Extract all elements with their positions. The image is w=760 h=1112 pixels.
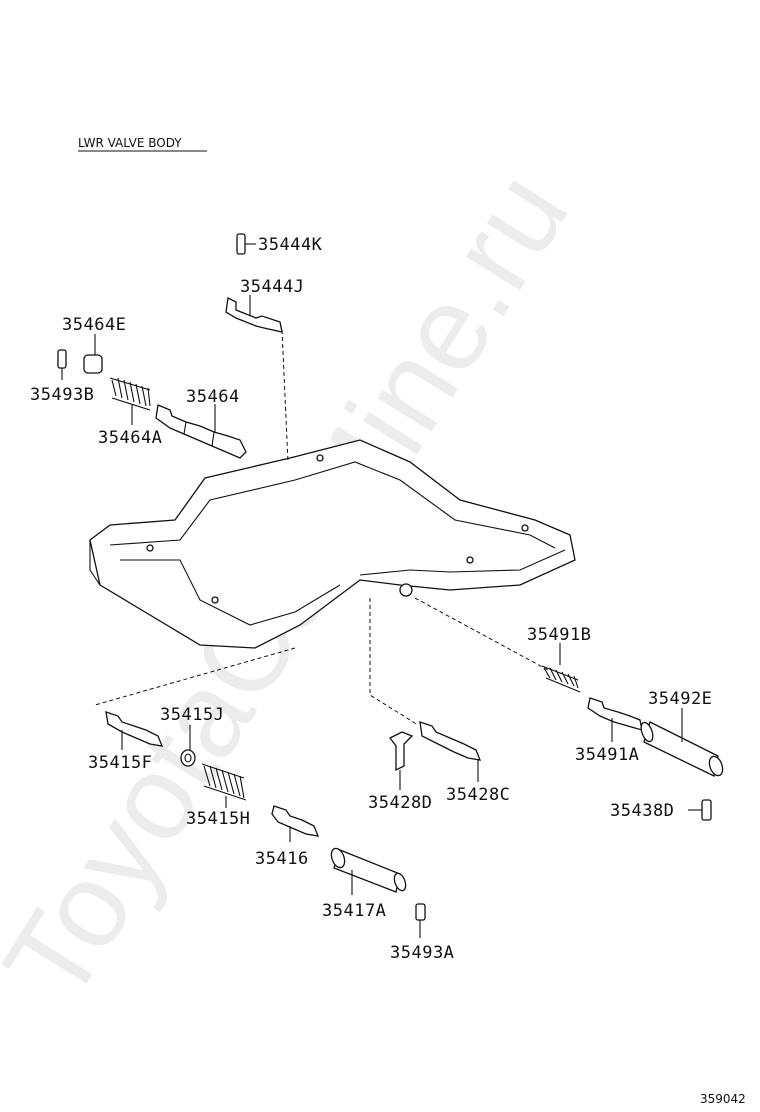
part-35464e[interactable]: 35464E: [62, 315, 126, 374]
label-35428d: 35428D: [368, 793, 432, 813]
part-35493b[interactable]: 35493B: [30, 349, 94, 405]
reference-number: 359042: [700, 1092, 746, 1106]
label-35464e: 35464E: [62, 315, 126, 335]
part-35417a-sleeve[interactable]: 35417A: [322, 847, 408, 921]
diagram-title: LWR VALVE BODY: [78, 136, 182, 150]
label-35444j: 35444J: [240, 277, 304, 297]
label-35415f: 35415F: [88, 753, 152, 773]
part-35491b-spring[interactable]: 35491B: [527, 625, 591, 693]
part-35493a[interactable]: 35493A: [390, 903, 454, 963]
part-35416-valve[interactable]: 35416: [255, 805, 320, 869]
part-35444j[interactable]: 35444J: [225, 277, 304, 333]
guide-line-35444j: [281, 329, 289, 463]
label-35492e: 35492E: [648, 689, 712, 709]
label-35415h: 35415H: [186, 809, 250, 829]
part-35464-valve[interactable]: 35464: [155, 387, 247, 459]
part-35438d[interactable]: 35438D: [610, 799, 712, 821]
label-35491a: 35491A: [575, 745, 639, 765]
part-35492e-sleeve[interactable]: 35492E: [639, 689, 725, 777]
label-35417a: 35417A: [322, 901, 386, 921]
label-35415j: 35415J: [160, 705, 224, 725]
guide-line-35491b: [414, 597, 549, 671]
label-35493a: 35493A: [390, 943, 454, 963]
label-35438d: 35438D: [610, 801, 674, 821]
part-35464a-spring[interactable]: 35464A: [98, 377, 162, 448]
label-35493b: 35493B: [30, 385, 94, 405]
part-35428c-valve[interactable]: 35428C: [419, 721, 510, 805]
valve-body-plate: [89, 439, 576, 649]
part-35415h-spring[interactable]: 35415H: [186, 763, 250, 829]
part-35415j-washer[interactable]: 35415J: [160, 705, 224, 767]
label-35444k: 35444K: [258, 235, 323, 255]
part-35415f-valve[interactable]: 35415F: [88, 711, 164, 773]
part-35428d-clip[interactable]: 35428D: [368, 731, 432, 813]
part-35444k[interactable]: 35444K: [236, 233, 323, 255]
label-35464: 35464: [186, 387, 240, 407]
guide-line-35428c: [369, 598, 419, 726]
label-35416: 35416: [255, 849, 309, 869]
part-35491a-valve[interactable]: 35491A: [575, 697, 643, 765]
label-35464a: 35464A: [98, 428, 162, 448]
label-35428c: 35428C: [446, 785, 510, 805]
label-35491b: 35491B: [527, 625, 591, 645]
